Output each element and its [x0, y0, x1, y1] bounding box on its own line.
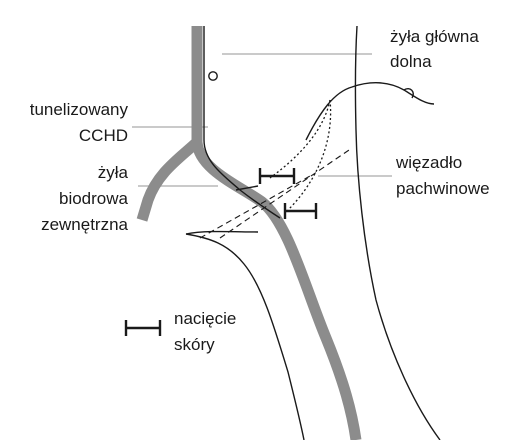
labels: żyła główna dolna tunelizowany CCHD żyła…: [30, 27, 490, 354]
label-incision-line1: nacięcie: [174, 309, 236, 328]
label-femoral-line3: zewnętrzna: [41, 215, 128, 234]
thigh-inner-edge: [185, 233, 305, 440]
incision-markers: [124, 168, 318, 336]
label-femoral-line2: biodrowa: [59, 189, 129, 208]
skin-tuck: [235, 185, 259, 191]
dotted-tunnel-upper: [269, 99, 331, 179]
outline-lines: [185, 25, 441, 440]
vena-cava-outline: [354, 25, 441, 440]
vein-iliac-branch: [136, 137, 201, 222]
incision-marker-upper: [258, 168, 296, 184]
label-ligament-line2: pachwinowe: [396, 179, 490, 198]
vein-main: [191, 26, 362, 440]
label-incision-line2: skóry: [174, 335, 215, 354]
dashed-lines: [199, 147, 353, 239]
label-cchd-line2: CCHD: [79, 126, 128, 145]
veins: [136, 26, 362, 440]
catheter-cuff-icon: [208, 71, 218, 81]
dashed-ligament-1: [199, 175, 311, 239]
dotted-lines: [269, 99, 332, 211]
dotted-tunnel-lower: [287, 99, 332, 211]
ligament-curve: [305, 82, 435, 141]
label-cchd-line1: tunelizowany: [30, 100, 129, 119]
label-femoral-line1: żyła: [98, 163, 129, 182]
label-ligament-line1: więzadło: [395, 153, 462, 172]
incision-marker-lower: [283, 203, 318, 219]
skin-fold: [185, 230, 259, 235]
label-vena-cava-line1: żyła główna: [390, 27, 479, 46]
label-vena-cava-line2: dolna: [390, 52, 432, 71]
incision-legend-marker: [124, 320, 162, 336]
dashed-ligament-2: [219, 147, 353, 239]
ligament-curl: [403, 88, 414, 99]
